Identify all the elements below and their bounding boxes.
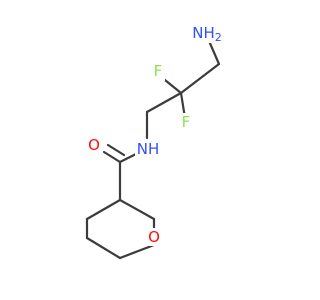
atom-label-nh-amide: NH (137, 140, 160, 158)
atom-f-upper: F (151, 62, 165, 81)
atom-label-f-upper: F (154, 62, 163, 80)
atom-label-o-carbonyl: O (88, 136, 100, 154)
bond-ring-c4-c3 (85, 198, 122, 221)
bonds (85, 39, 221, 260)
bond-ch2-cf2 (179, 62, 221, 95)
molecule-structure: NH2 F F NH O O (85, 24, 222, 260)
bond-cf2-ch2b (145, 91, 183, 114)
atom-labels: NH2 F F NH O O (86, 24, 222, 246)
atom-o-ring: O (146, 228, 162, 246)
atom-nh-amide: NH (135, 140, 161, 158)
atom-nh2: NH2 (192, 24, 222, 44)
bond-ring-c3-c2 (118, 198, 156, 221)
atom-label-o-ring: O (148, 228, 160, 246)
bond-nh2-ch2 (207, 39, 221, 66)
atom-label-nh2: NH2 (192, 24, 222, 44)
atom-o-carbonyl: O (86, 136, 102, 154)
bond-carbonyl-o-1 (102, 150, 122, 164)
bond-ring-c6-c5 (85, 236, 122, 260)
bond-carbonyl-o-2 (106, 143, 126, 157)
atom-label-f-lower: F (182, 113, 191, 131)
bond-ring-o-c6 (118, 243, 156, 260)
atom-f-lower: F (179, 113, 193, 131)
